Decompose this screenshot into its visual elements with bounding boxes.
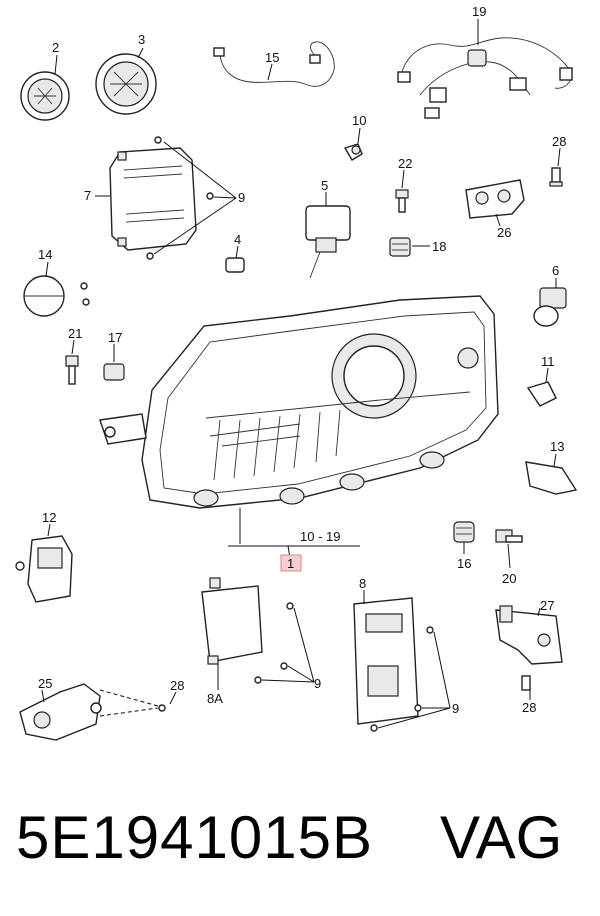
- callout-10-19: 10 - 19: [300, 529, 340, 544]
- callout-25: 25: [38, 676, 52, 691]
- callout-16: 16: [457, 556, 471, 571]
- callout-11: 11: [541, 354, 555, 369]
- part-13-cap: [525, 461, 578, 495]
- exploded-parts-diagram: 2 3 15 19 7 9: [15, 4, 578, 741]
- callout-28b: 28: [170, 678, 184, 693]
- callout-1: 1: [287, 556, 294, 571]
- callout-17: 17: [108, 330, 122, 345]
- callout-12: 12: [42, 510, 56, 525]
- part-8-driver: [353, 597, 434, 732]
- part-26-bracket: [465, 179, 525, 219]
- callout-9b: 9: [314, 676, 321, 691]
- callout-4: 4: [234, 232, 241, 247]
- callout-18: 18: [432, 239, 446, 254]
- part-1-headlight: [99, 295, 499, 509]
- callout-26: 26: [497, 225, 511, 240]
- part-15-wiring: [213, 41, 335, 87]
- callout-3: 3: [138, 32, 145, 47]
- callout-9a: 9: [238, 190, 245, 205]
- part-16-grommet: [453, 521, 475, 543]
- part-5-bulb: [305, 205, 351, 279]
- callout-20: 20: [502, 571, 516, 586]
- part-28-screw-right: [521, 675, 531, 691]
- callout-2: 2: [52, 40, 59, 55]
- part-12-leveling-motor: [15, 535, 73, 603]
- callout-19: 19: [472, 4, 486, 19]
- callout-9c: 9: [452, 701, 459, 716]
- part-27-bracket: [495, 605, 563, 665]
- part-20-bolt: [495, 529, 523, 543]
- callout-21: 21: [68, 326, 82, 341]
- callout-5: 5: [321, 178, 328, 193]
- part-11-clip: [526, 381, 557, 407]
- callout-8a: 8A: [207, 691, 223, 706]
- callout-27: 27: [540, 598, 554, 613]
- part-2-cap: [20, 71, 70, 121]
- callout-14: 14: [38, 247, 52, 262]
- brand-label: VAG: [440, 804, 563, 871]
- callout-28c: 28: [522, 700, 536, 715]
- callout-6: 6: [552, 263, 559, 278]
- callout-7: 7: [84, 188, 91, 203]
- part-17-nut: [103, 363, 125, 381]
- part-14-actuator: [23, 275, 90, 317]
- part-number: 5E1941015B: [16, 804, 373, 871]
- part-25-bracket: [19, 683, 166, 741]
- callout-22: 22: [398, 156, 412, 171]
- part-7-control-unit: [109, 136, 214, 260]
- part-19-harness: [397, 37, 573, 119]
- callout-10: 10: [352, 113, 366, 128]
- callout-28a: 28: [552, 134, 566, 149]
- callout-15: 15: [265, 50, 279, 65]
- part-4-bulb: [225, 257, 245, 273]
- callout-8: 8: [359, 576, 366, 591]
- part-18-grommet: [389, 237, 411, 257]
- part-21-screw: [65, 355, 79, 385]
- callout-13: 13: [550, 439, 564, 454]
- highlight-box-1: [280, 554, 302, 572]
- part-10-clip: [343, 143, 363, 161]
- part-3-cap: [95, 53, 157, 115]
- part-22-bolt: [395, 189, 409, 213]
- part-28-screw-top: [549, 167, 563, 187]
- part-6-bulb-socket: [533, 287, 567, 327]
- part-8a-module: [201, 577, 294, 684]
